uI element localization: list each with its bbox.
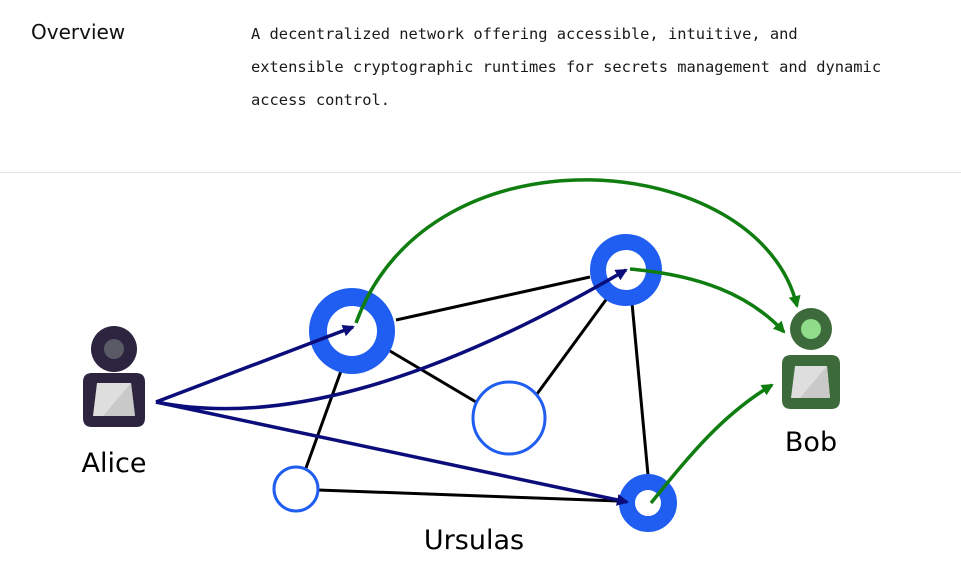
laptop-screen-shade <box>103 383 135 416</box>
edge-n1-n4 <box>304 370 343 469</box>
arrow-alice-to-node-1 <box>155 324 355 404</box>
edge-n4-n5 <box>317 488 620 503</box>
ursula-node-4 <box>272 465 320 513</box>
edge-n2-n3 <box>535 296 610 395</box>
ursula-node-1 <box>309 288 395 374</box>
alice-arrows <box>155 268 629 506</box>
arrow-node-1-to-bob <box>354 178 801 324</box>
arrow-alice-to-node-5 <box>155 400 629 506</box>
overview-section: Overview A decentralized network offerin… <box>0 0 961 172</box>
edge-n1-n2 <box>395 275 591 322</box>
laptop-screen-shade <box>800 366 830 398</box>
arrow-alice-to-node-2 <box>155 268 628 411</box>
bob-label: Bob <box>785 427 837 458</box>
section-heading: Overview <box>31 20 126 44</box>
bob-face <box>801 319 821 339</box>
ursulas-label: Ursulas <box>424 525 524 556</box>
alice-face <box>104 339 124 359</box>
ursula-node-3 <box>471 380 547 456</box>
section-divider <box>0 172 961 173</box>
section-description: A decentralized network offering accessi… <box>251 25 882 109</box>
arrow-node-5-to-bob <box>649 383 774 505</box>
edge-n2-n5 <box>630 302 650 476</box>
edge-n1-n3 <box>389 349 477 404</box>
alice-figure <box>83 326 145 427</box>
network-edges <box>304 275 650 503</box>
arrow-node-2-to-bob <box>629 267 786 334</box>
alice-label: Alice <box>82 448 147 479</box>
bob-figure <box>782 308 840 409</box>
bob-arrows <box>354 178 801 505</box>
